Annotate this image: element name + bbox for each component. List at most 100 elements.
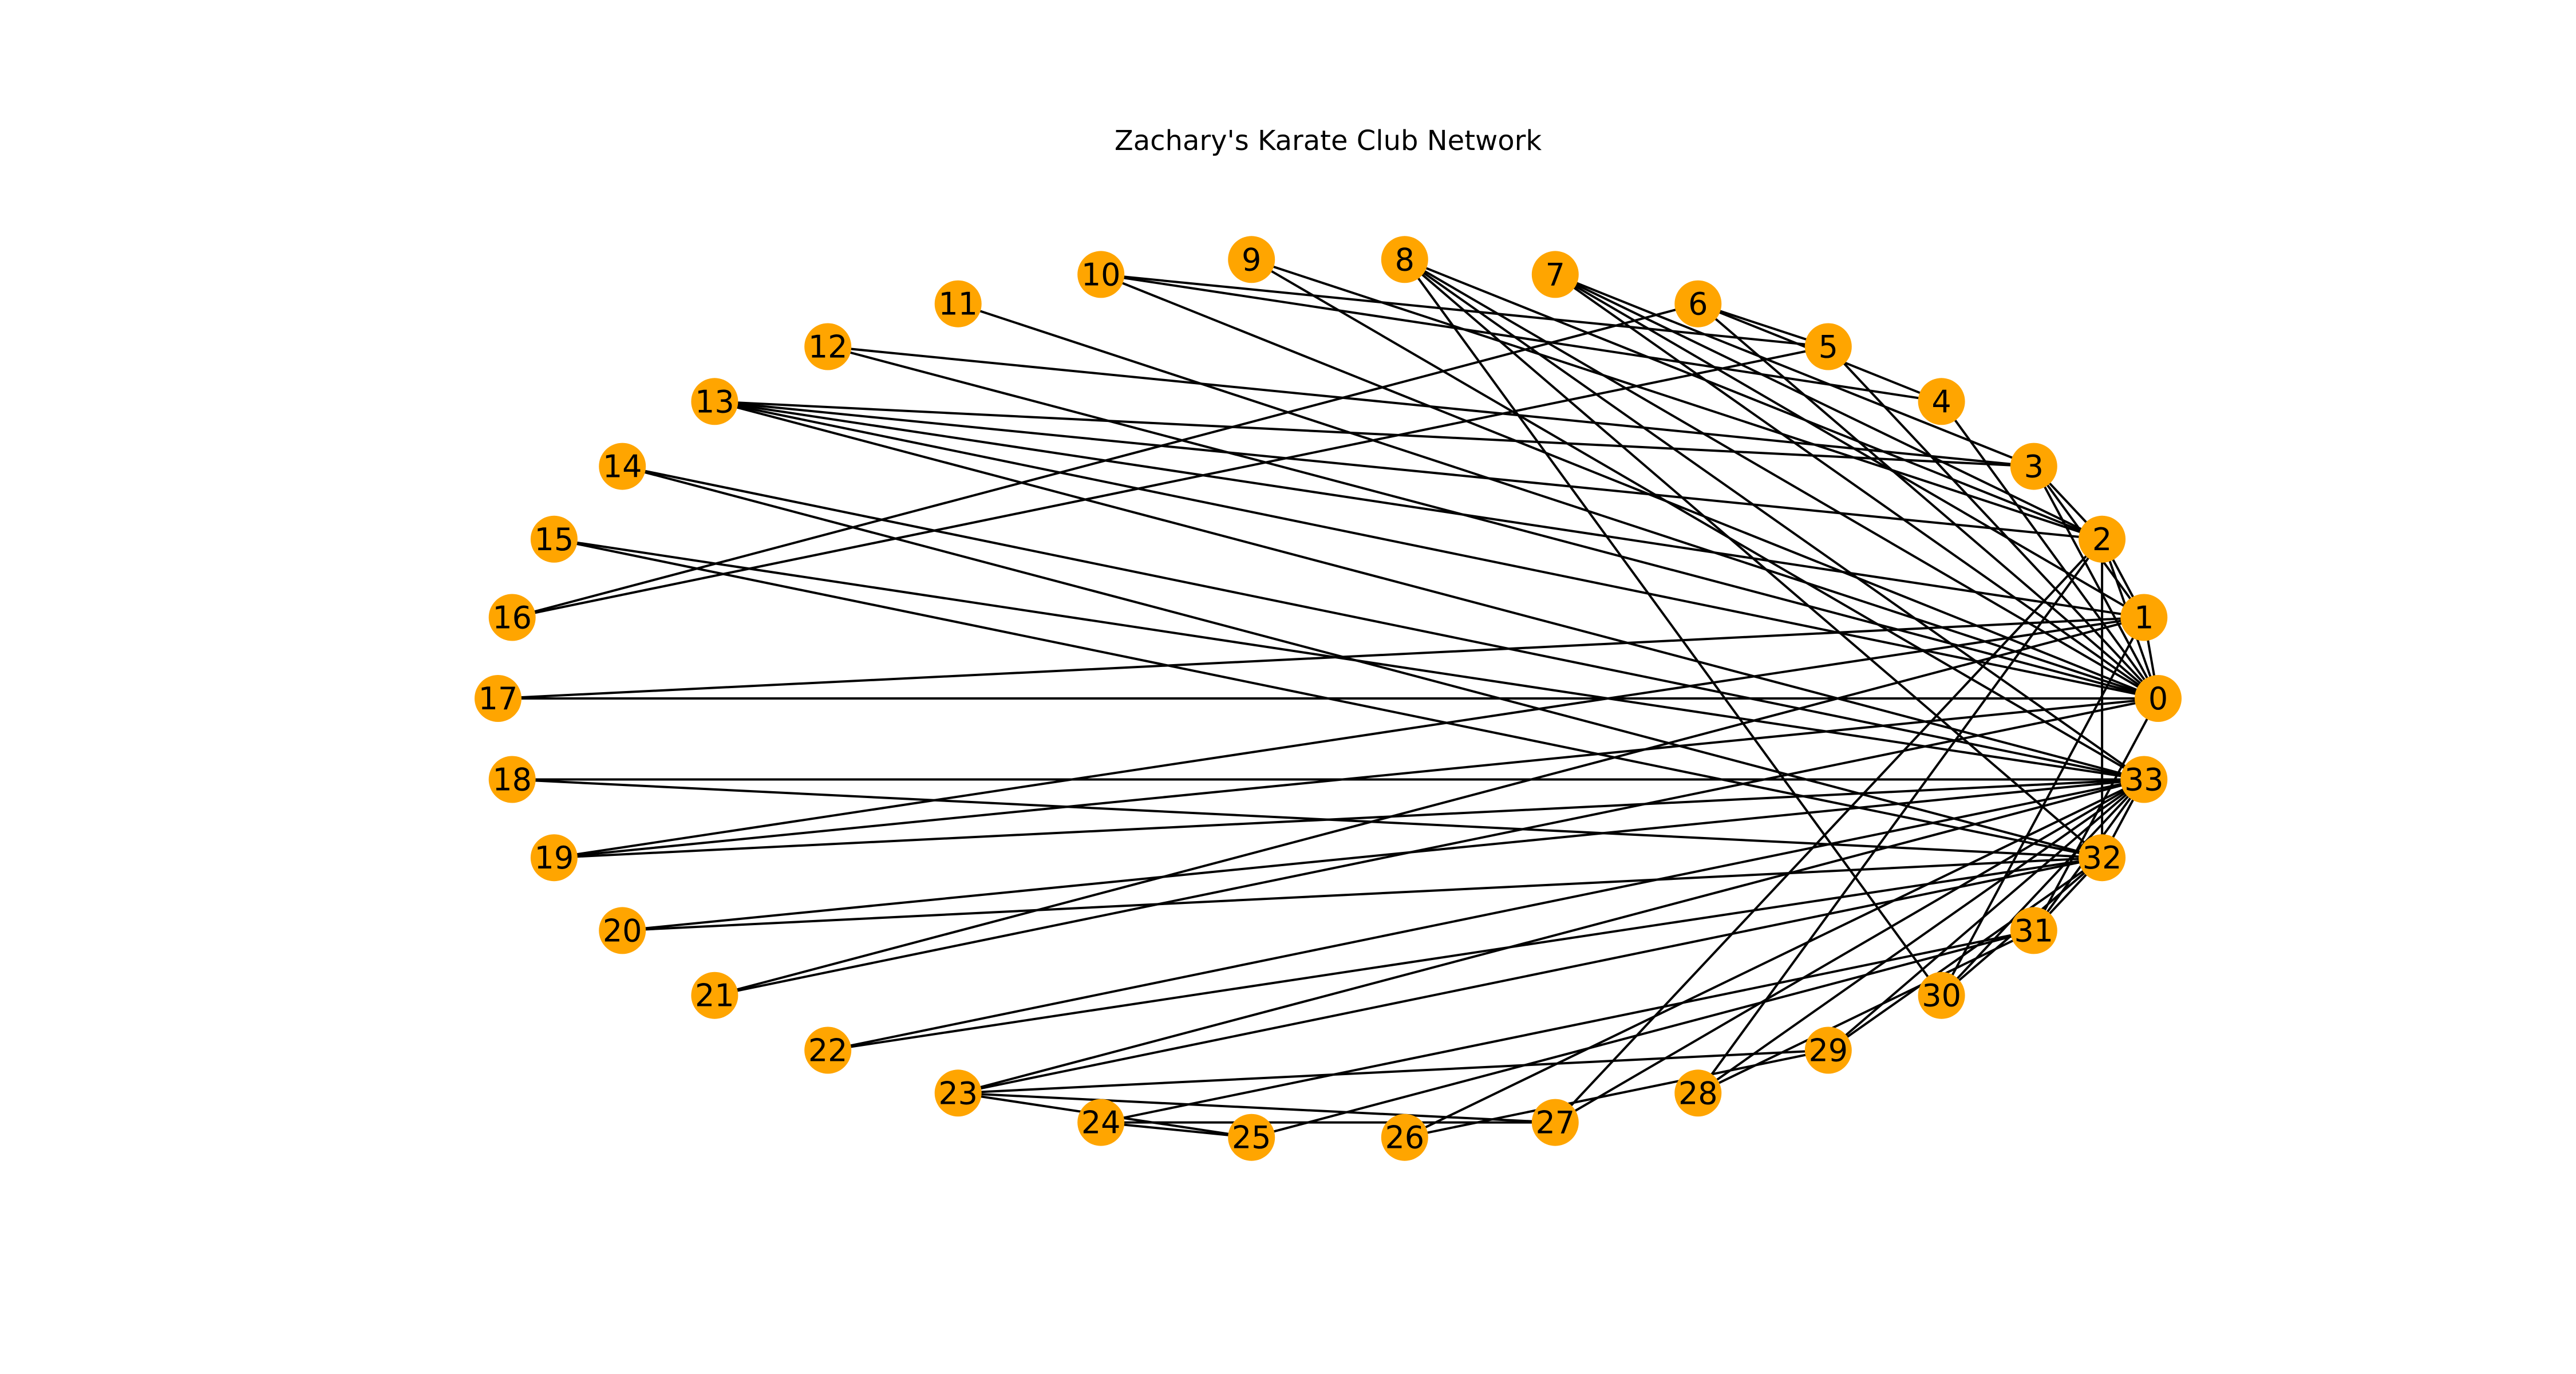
- edge-8-30: [1404, 259, 1943, 996]
- node-circle: [1381, 1114, 1428, 1161]
- node-circle: [934, 280, 982, 327]
- node-32: 32: [2079, 834, 2126, 882]
- node-label: 27: [1535, 1105, 1575, 1141]
- edge-3-13: [714, 400, 2034, 468]
- node-label: 9: [1242, 242, 1261, 278]
- node-13: 13: [691, 378, 738, 425]
- node-circle: [2010, 907, 2057, 954]
- node-label: 4: [1931, 384, 1951, 420]
- node-label: 26: [1385, 1120, 1424, 1156]
- edge-0-13: [714, 400, 2159, 700]
- nodes-layer: 0123456789101112131415161718192021222324…: [475, 236, 2182, 1161]
- edge-20-33: [622, 778, 2144, 932]
- node-circle: [1531, 251, 1579, 298]
- node-label: 16: [492, 600, 532, 636]
- node-circle: [488, 756, 536, 803]
- node-7: 7: [1531, 251, 1579, 298]
- node-circle: [530, 834, 578, 882]
- node-17: 17: [475, 675, 521, 722]
- node-6: 6: [1674, 280, 1722, 327]
- node-30: 30: [1918, 972, 1965, 1019]
- node-circle: [1077, 1099, 1125, 1146]
- edge-0-6: [1697, 303, 2159, 700]
- node-19: 19: [530, 834, 578, 882]
- edge-23-27: [958, 1092, 1555, 1124]
- edge-18-32: [512, 778, 2103, 859]
- node-circle: [1228, 236, 1275, 283]
- chart-title: Zachary's Karate Club Network: [1115, 125, 1542, 157]
- node-circle: [1531, 1099, 1579, 1146]
- node-circle: [1918, 378, 1965, 425]
- edge-14-33: [622, 465, 2144, 781]
- edge-1-7: [1554, 273, 2145, 619]
- edge-0-7: [1554, 273, 2159, 700]
- node-14: 14: [599, 443, 646, 490]
- node-15: 15: [530, 515, 578, 563]
- node-label: 33: [2124, 762, 2164, 798]
- edge-2-8: [1404, 258, 2103, 540]
- node-label: 17: [479, 681, 518, 717]
- edges-layer: [497, 258, 2159, 1139]
- node-label: 13: [695, 384, 734, 420]
- node-label: 0: [2148, 681, 2168, 717]
- node-label: 1: [2134, 600, 2154, 636]
- node-circle: [1804, 1026, 1852, 1074]
- node-28: 28: [1674, 1069, 1722, 1117]
- edge-23-32: [958, 856, 2103, 1095]
- node-22: 22: [804, 1026, 852, 1074]
- node-label: 28: [1678, 1075, 1718, 1111]
- node-5: 5: [1804, 323, 1852, 370]
- node-circle: [599, 907, 646, 954]
- node-9: 9: [1228, 236, 1275, 283]
- node-circle: [1918, 972, 1965, 1019]
- node-label: 2: [2092, 522, 2112, 558]
- edge-22-33: [827, 778, 2144, 1052]
- node-16: 16: [488, 594, 536, 641]
- edge-20-32: [622, 856, 2103, 932]
- node-1: 1: [2120, 594, 2168, 641]
- node-10: 10: [1077, 251, 1125, 298]
- node-label: 32: [2083, 840, 2122, 876]
- node-27: 27: [1531, 1099, 1579, 1146]
- node-circle: [475, 675, 521, 722]
- edge-30-33: [1941, 779, 2145, 997]
- node-0: 0: [2135, 675, 2182, 722]
- node-label: 3: [2024, 449, 2044, 485]
- edge-28-33: [1697, 778, 2145, 1094]
- node-2: 2: [2079, 515, 2126, 563]
- node-circle: [2079, 834, 2126, 882]
- edge-22-32: [827, 856, 2103, 1052]
- node-label: 25: [1232, 1120, 1271, 1156]
- edge-0-3: [2033, 465, 2159, 699]
- node-label: 14: [603, 449, 642, 485]
- node-circle: [1674, 1069, 1722, 1117]
- node-4: 4: [1918, 378, 1965, 425]
- edge-15-32: [554, 538, 2103, 859]
- edge-29-32: [1827, 856, 2103, 1052]
- node-circle: [691, 972, 738, 1019]
- edge-0-21: [714, 697, 2159, 997]
- edge-24-31: [1100, 929, 2034, 1124]
- node-label: 7: [1546, 256, 1565, 293]
- node-circle: [2079, 515, 2126, 563]
- edge-13-33: [714, 400, 2144, 781]
- edge-15-33: [554, 538, 2144, 781]
- node-circle: [934, 1069, 982, 1117]
- node-label: 23: [938, 1075, 978, 1111]
- edge-9-33: [1251, 258, 2145, 781]
- edge-1-13: [714, 400, 2144, 619]
- node-label: 31: [2014, 913, 2053, 949]
- edge-1-19: [554, 616, 2144, 859]
- node-3: 3: [2010, 443, 2057, 490]
- edge-3-12: [828, 345, 2034, 468]
- edge-2-13: [714, 400, 2103, 540]
- node-24: 24: [1077, 1099, 1125, 1146]
- node-8: 8: [1381, 236, 1428, 283]
- edge-2-27: [1554, 538, 2103, 1123]
- edge-0-12: [827, 345, 2159, 700]
- node-20: 20: [599, 907, 646, 954]
- edge-6-16: [512, 302, 1698, 619]
- node-label: 30: [1922, 978, 1961, 1014]
- edge-5-16: [512, 345, 1829, 619]
